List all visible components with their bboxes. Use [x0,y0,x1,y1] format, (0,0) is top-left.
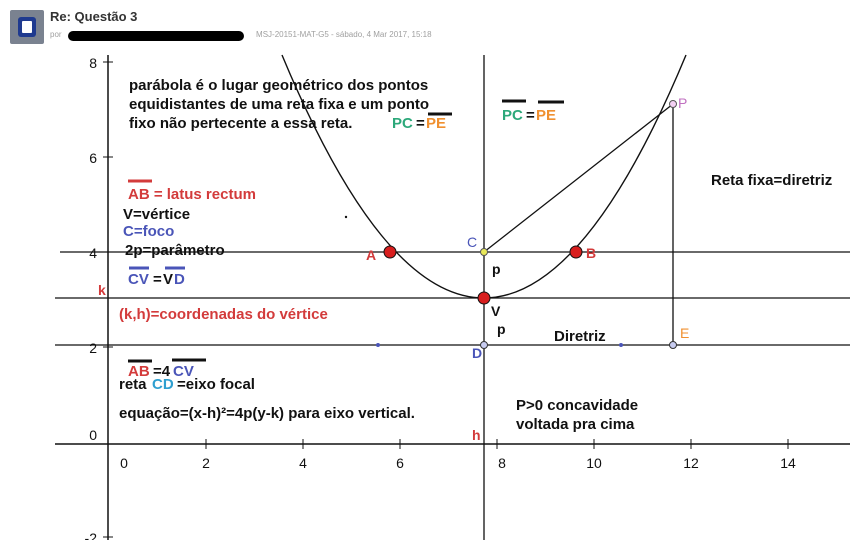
pe-label: PE [536,107,556,124]
label-group: PC = PE [392,115,446,132]
x-tick-label: 2 [202,455,210,471]
definition-line-2: equidistantes de uma reta fixa e um pont… [129,96,429,113]
y-tick-label: 0 [89,427,97,443]
label-group: AB =4 CV [128,363,194,380]
avatar[interactable] [10,10,44,44]
avatar-mark-inner [22,21,32,33]
p-lower-label: p [497,321,506,337]
point-e-marker [669,341,677,349]
x-tick-label: 10 [586,455,602,471]
point-e-label: E [680,325,689,341]
label-group: A B C P V D E k h p p [98,95,689,443]
diretriz-label: Diretriz [554,328,606,345]
concavidade-line-1: P>0 concavidade [516,397,638,414]
vd-d-label: D [174,271,185,288]
x-tick-label: 4 [299,455,307,471]
point-b-label: B [586,245,596,261]
latus-rectum-label: AB = latus rectum [128,186,256,203]
y-tick-label: 8 [89,55,97,71]
coordenadas-vertice-label: (k,h)=coordenadas do vértice [119,306,328,323]
ab-eq-label: =4 [153,363,171,380]
x-tick-label: 0 [120,455,128,471]
redacted-author [68,31,244,41]
label-group: parábola é o lugar geométrico dos pontos… [129,77,429,132]
point-p-marker [669,100,677,108]
def-pe-label: PE [426,115,446,132]
x-tick-label: 12 [683,455,699,471]
post-meta: por MSJ-20151-MAT-G5 - sábado, 4 Mar 201… [50,30,432,39]
post-header: Re: Questão 3 por MSJ-20151-MAT-G5 - sáb… [0,0,850,50]
eixo-rest-label: =eixo focal [177,376,255,393]
cv-label-2: CV [173,363,194,380]
concavidade-line-2: voltada pra cima [516,416,635,433]
pc-eq-label: = [526,107,535,124]
point-c-marker [480,248,488,256]
y-tick-label: -2 [85,530,98,540]
p-upper-label: p [492,261,501,277]
x-tick-label: 6 [396,455,404,471]
vertice-label: V=vértice [123,206,190,223]
cv-eq-label: = [153,271,162,288]
label-group: CV = V D [128,271,185,288]
point-c-label: C [467,234,477,250]
foco-label: C=foco [123,223,174,240]
reta-fixa-label: Reta fixa=diretriz [711,172,832,189]
h-label: h [472,427,481,443]
y-tick-label: 2 [89,340,97,356]
definition-line-1: parábola é o lugar geométrico dos pontos [129,77,428,94]
x-ticks [205,439,789,449]
eixo-reta-label: reta [119,376,147,393]
vd-v-label: V [163,271,173,288]
label-group: PC = PE [502,107,556,124]
point-a-label: A [366,247,376,263]
segment-cp [483,103,674,253]
label-group: reta CD =eixo focal [119,376,255,393]
x-tick-label: 8 [498,455,506,471]
point-d-label: D [472,345,482,361]
stray-dot [344,215,348,219]
cv-label: CV [128,271,149,288]
point-d-marker [480,341,488,349]
def-pc-label: PC [392,115,413,132]
def-eq-label: = [416,115,425,132]
k-label: k [98,282,106,298]
eixo-cd-label: CD [152,376,174,393]
post-meta-prefix: por [50,30,62,39]
directrix-dot [376,343,380,347]
label-group: 8 6 4 2 0 -2 [85,55,98,540]
definition-line-3: fixo não pertecente a essa reta. [129,115,352,132]
parametro-label: 2p=parâmetro [125,242,225,259]
point-b-marker [569,245,583,259]
y-tick-label: 4 [89,245,97,261]
pc-label: PC [502,107,523,124]
y-ticks [103,61,113,538]
x-tick-label: 14 [780,455,796,471]
post-title[interactable]: Re: Questão 3 [50,9,138,24]
y-tick-label: 6 [89,150,97,166]
point-v-marker [477,291,491,305]
directrix-dot [619,343,623,347]
post-meta-suffix: MSJ-20151-MAT-G5 - sábado, 4 Mar 2017, 1… [256,30,432,39]
point-p-label: P [678,95,687,111]
point-a-marker [383,245,397,259]
label-group: 0 2 4 6 8 10 12 14 [120,455,796,471]
equacao-label: equação=(x-h)²=4p(y-k) para eixo vertica… [119,405,415,422]
point-v-label: V [491,303,501,319]
ab-label: AB [128,363,150,380]
